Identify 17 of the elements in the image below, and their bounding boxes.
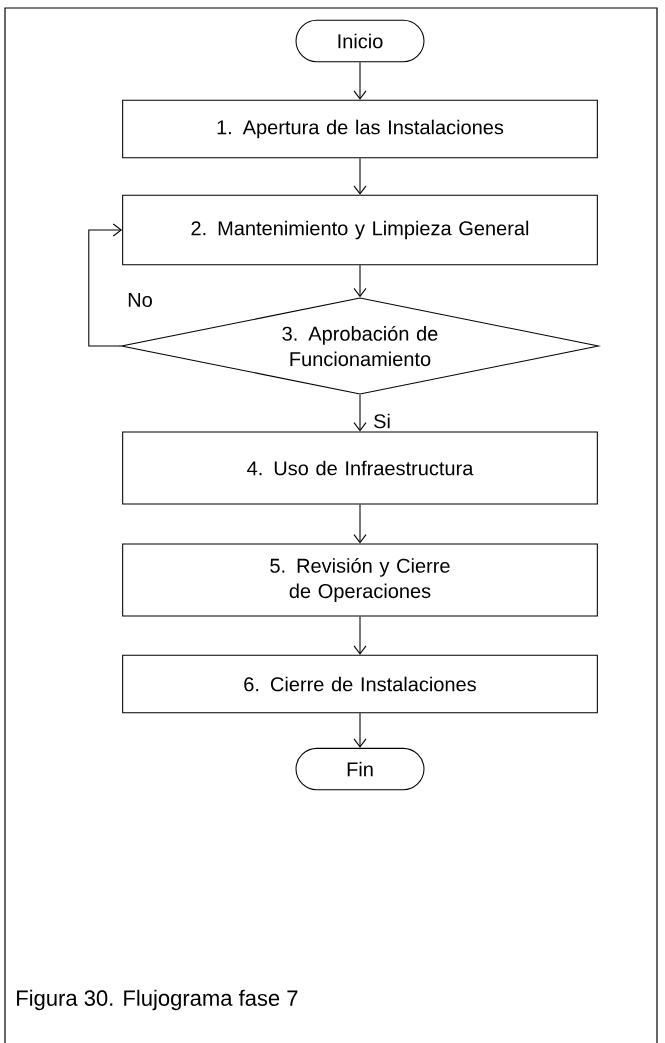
process-box: 5. Revisión y Cierre de Operaciones <box>122 543 598 617</box>
arrow <box>353 394 367 432</box>
arrow <box>353 157 367 195</box>
process-box: 4. Uso de Infraestructura <box>122 431 598 505</box>
process-box: 2. Mantenimiento y Limpieza General <box>122 194 598 266</box>
terminal-box: Inicio <box>295 19 425 63</box>
process-box: 1. Apertura de las Instalaciones <box>122 99 598 159</box>
terminal-box: Fin <box>295 747 425 791</box>
arrow <box>88 223 123 347</box>
arrow <box>353 61 367 100</box>
edge-label: Si <box>371 412 393 430</box>
arrow <box>353 504 367 544</box>
arrow <box>353 616 367 655</box>
process-box: 6. Cierre de Instalaciones <box>122 654 598 714</box>
caption: Figura 30. Flujograma fase 7 <box>17 989 298 1011</box>
arrow <box>353 712 367 748</box>
arrow <box>353 264 367 298</box>
